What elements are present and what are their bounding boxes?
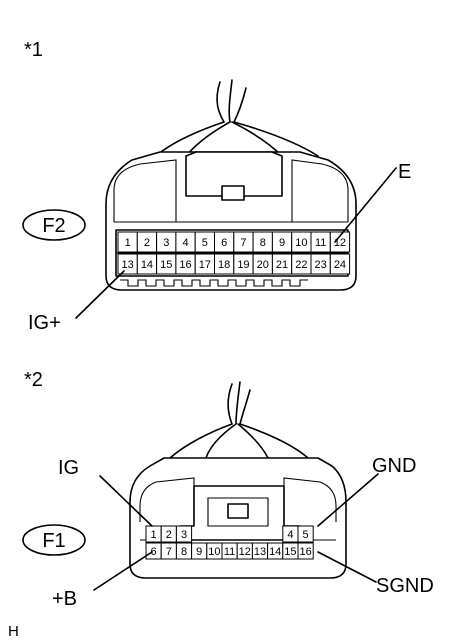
f2-pin-20: 20 — [257, 259, 269, 271]
f1-pin-10: 10 — [208, 546, 220, 558]
f1-housing — [129, 457, 347, 579]
connector-tag-1: *1 — [24, 39, 43, 61]
f2-pin-3: 3 — [163, 237, 169, 249]
f1-pin-1: 1 — [151, 529, 157, 541]
f2-pin-6: 6 — [221, 237, 227, 249]
f1-pin-8: 8 — [181, 546, 187, 558]
f1-pin-3-cell — [175, 525, 193, 543]
f2-pin-24-cell — [329, 253, 351, 275]
callout-gnd: GND — [372, 455, 416, 477]
f2-pin-12-cell — [329, 231, 351, 253]
f1-pin-7: 7 — [166, 546, 172, 558]
f2-pin-8: 8 — [260, 237, 266, 249]
callout-line-b — [93, 551, 153, 591]
f2-pin-18: 18 — [218, 259, 230, 271]
f2-code-oval — [22, 209, 86, 241]
f2-pin-12: 12 — [334, 237, 346, 249]
f1-code-label: F1 — [42, 530, 65, 552]
f2-pin-9: 9 — [279, 237, 285, 249]
f2-connector-code: F2 — [22, 209, 86, 241]
callout-ig: IG — [58, 457, 79, 479]
f2-pin-13: 13 — [122, 259, 134, 271]
f1-connector-code: F1 — [22, 524, 86, 556]
callout-line-gnd — [317, 473, 379, 527]
f2-pin-19: 19 — [237, 259, 249, 271]
f2-pin-22: 22 — [295, 259, 307, 271]
f2-pin-23: 23 — [315, 259, 327, 271]
f2-pin-21: 21 — [276, 259, 288, 271]
f1-wire-harness — [169, 381, 309, 459]
callout-line-ig-plus — [75, 270, 125, 319]
callout-sgnd: SGND — [376, 575, 434, 597]
f1-pin-9: 9 — [196, 546, 202, 558]
f1-pin-11: 11 — [224, 546, 235, 558]
callout-e: E — [398, 161, 411, 183]
f1-pin-13: 13 — [254, 546, 266, 558]
f1-pin-12: 12 — [239, 546, 251, 558]
f2-pin-24: 24 — [334, 259, 346, 271]
f2-pin-2: 2 — [144, 237, 150, 249]
f1-pin-5: 5 — [303, 529, 309, 541]
f1-pin-6: 6 — [151, 546, 157, 558]
f2-pin-7: 7 — [240, 237, 246, 249]
callout-line-e — [334, 167, 397, 243]
connector-tag-2: *2 — [24, 369, 43, 391]
f2-locking-teeth — [120, 279, 308, 287]
f1-code-oval — [22, 524, 86, 556]
f1-pin-16: 16 — [299, 546, 311, 558]
f1-pin-16-cell — [297, 542, 314, 560]
callout-plus-b: +B — [52, 588, 77, 610]
f1-pin-4: 4 — [287, 529, 293, 541]
callout-line-ig — [99, 475, 153, 527]
f2-pin-1: 1 — [125, 237, 131, 249]
callout-ig-plus: IG+ — [28, 312, 61, 334]
f1-pin-3: 3 — [181, 529, 187, 541]
f2-pin-5: 5 — [202, 237, 208, 249]
f2-pin-11: 11 — [315, 237, 326, 249]
f2-pin-10: 10 — [295, 237, 307, 249]
f2-pin-15: 15 — [160, 259, 172, 271]
f2-pin-14: 14 — [141, 259, 153, 271]
f1-pin-2: 2 — [166, 529, 172, 541]
f1-pin-14: 14 — [269, 546, 281, 558]
f2-code-label: F2 — [42, 215, 65, 237]
f2-wire-harness — [155, 79, 319, 157]
figure-id: H — [8, 623, 19, 640]
f1-pin-15: 15 — [284, 546, 296, 558]
f1-pin-5-cell — [297, 525, 314, 543]
f2-pin-17: 17 — [199, 259, 211, 271]
f2-pin-16: 16 — [179, 259, 191, 271]
f2-pin-4: 4 — [182, 237, 188, 249]
callout-line-sgnd — [317, 551, 377, 583]
